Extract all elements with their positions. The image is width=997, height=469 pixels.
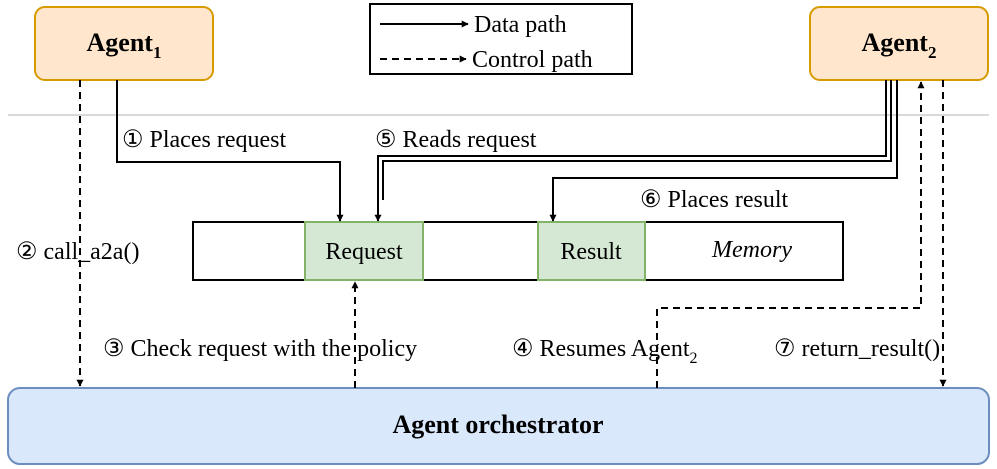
result-slot (537, 221, 646, 281)
orchestrator-label: Agent orchestrator (392, 410, 603, 439)
agent1-box: Agent1 (34, 6, 214, 81)
legend: Data path Control path (369, 3, 633, 75)
step7-label: ⑦ return_result() (774, 336, 940, 362)
result-slot-label: Result (560, 239, 622, 265)
step6-label: ⑥ Places result (640, 187, 788, 213)
step4-label: ④ Resumes Agent2 (512, 336, 698, 367)
memory-box (192, 221, 844, 281)
step2-label: ② call_a2a() (16, 239, 139, 265)
orchestrator-box: Agent orchestrator (7, 387, 990, 465)
legend-control-path-label: Control path (472, 47, 593, 73)
agent1-label: Agent1 (87, 28, 162, 62)
arrow-reads-request-a (374, 80, 887, 222)
legend-box (369, 3, 633, 75)
request-slot (304, 221, 424, 281)
step1-label: ① Places request (122, 127, 286, 153)
arrow-resumes-agent2 (656, 81, 925, 388)
memory-label: Memory (711, 237, 792, 263)
step5-label: ⑤ Reads request (375, 127, 537, 153)
memory-strip: Request Result Memory (192, 221, 844, 281)
arrow-places-result (549, 80, 898, 222)
agent2-box: Agent2 (809, 6, 989, 81)
request-slot-label: Request (325, 239, 403, 265)
arrow-reads-request-b (382, 80, 892, 200)
legend-data-path-label: Data path (474, 12, 567, 38)
arrow-places-request (116, 80, 344, 222)
step3-label: ③ Check request with the policy (103, 336, 417, 362)
agent2-label: Agent2 (862, 28, 937, 62)
